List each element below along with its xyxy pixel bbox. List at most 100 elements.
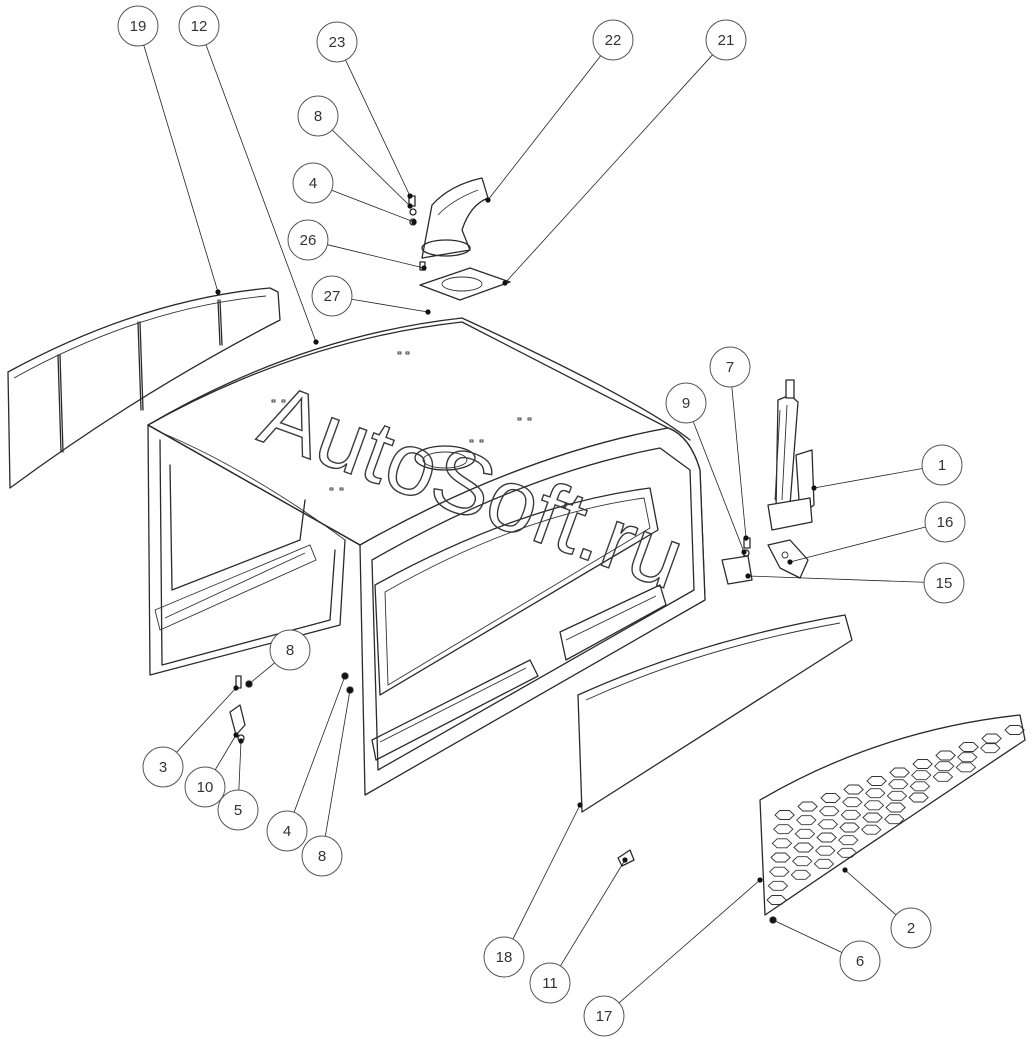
grille-cell xyxy=(840,809,862,820)
callout-circle-3 xyxy=(142,746,184,788)
callout-label-10: 10 xyxy=(197,779,214,796)
leader-dot-6 xyxy=(770,917,776,923)
latch-hardware xyxy=(229,672,354,742)
callout-label-4b: 4 xyxy=(283,823,291,840)
callout-circle-21 xyxy=(705,19,747,61)
callout-label-22: 22 xyxy=(605,32,622,49)
leader-dot-9 xyxy=(741,549,747,555)
grille-cell xyxy=(980,743,1001,754)
grille-cell xyxy=(885,802,906,813)
callout-label-23: 23 xyxy=(329,34,346,51)
callout-15: 15 xyxy=(923,562,965,604)
leader-dot-4b xyxy=(342,673,348,679)
leader-dot-23 xyxy=(407,193,413,199)
callout-8c: 8 xyxy=(301,835,343,877)
actuator-assembly xyxy=(721,379,815,585)
callout-label-19: 19 xyxy=(130,18,147,35)
grille-cell xyxy=(957,752,978,763)
leader-line-6 xyxy=(772,919,843,953)
callout-circle-5 xyxy=(217,789,259,831)
callout-circle-8c xyxy=(301,835,343,877)
grille-cell xyxy=(815,845,836,856)
callout-8b: 8 xyxy=(269,629,311,671)
grille-cell xyxy=(865,788,886,799)
leader-dot-1 xyxy=(811,485,817,491)
leader-dot-16 xyxy=(787,559,793,565)
leader-dot-8a xyxy=(407,203,413,209)
grille-cell xyxy=(813,858,835,869)
callout-circle-9 xyxy=(665,382,707,424)
callout-label-12: 12 xyxy=(191,18,208,35)
callout-9: 9 xyxy=(665,382,707,424)
grille-cell xyxy=(908,792,929,803)
part-11 xyxy=(617,849,635,867)
grille-cell xyxy=(911,770,932,781)
callout-26: 26 xyxy=(287,219,329,261)
callout-circle-7 xyxy=(709,346,751,388)
grille-cell xyxy=(886,790,908,801)
leader-dot-8b xyxy=(246,681,252,687)
leader-dot-11 xyxy=(622,857,628,863)
callout-5: 5 xyxy=(217,789,259,831)
callout-circle-1 xyxy=(921,444,963,486)
callout-label-15: 15 xyxy=(936,575,953,592)
grille-cell xyxy=(767,880,789,891)
callout-label-16: 16 xyxy=(937,514,954,531)
grille-cell xyxy=(839,822,860,833)
leader-dot-15 xyxy=(745,573,751,579)
leader-dot-17 xyxy=(757,877,763,883)
grille-cell xyxy=(909,781,931,792)
grille-cell xyxy=(773,824,794,835)
callout-label-6: 6 xyxy=(856,953,864,970)
callout-circle-15 xyxy=(923,562,965,604)
grille-cell xyxy=(838,835,859,846)
leader-dot-2 xyxy=(842,867,848,873)
callout-label-18: 18 xyxy=(496,949,513,966)
leader-dot-5 xyxy=(238,738,244,744)
callout-16: 16 xyxy=(924,501,966,543)
callout-circle-22 xyxy=(592,19,634,61)
callout-label-3: 3 xyxy=(159,759,167,776)
callout-label-9: 9 xyxy=(682,395,690,412)
grille-cell xyxy=(796,815,817,826)
leader-line-22 xyxy=(487,55,602,201)
grille-cell xyxy=(794,828,816,839)
grille-cell xyxy=(958,742,979,752)
side-panel-19 xyxy=(7,287,281,489)
callout-label-5: 5 xyxy=(234,802,242,819)
leader-dot-22 xyxy=(485,197,491,203)
grille-cell xyxy=(771,838,793,849)
leader-dot-3 xyxy=(233,685,239,691)
callout-label-7: 7 xyxy=(726,359,734,376)
leader-dot-21 xyxy=(502,280,508,286)
leader-dot-12 xyxy=(313,339,319,345)
callout-circle-11 xyxy=(529,962,571,1004)
leader-line-9 xyxy=(692,421,745,553)
leader-line-12 xyxy=(205,44,317,343)
leader-line-26 xyxy=(327,244,425,269)
callout-label-11: 11 xyxy=(542,975,558,992)
leader-line-7 xyxy=(731,386,747,539)
callout-circle-23 xyxy=(316,21,358,63)
callout-4a: 4 xyxy=(292,162,334,204)
grille-cell xyxy=(817,819,839,830)
grille-cell xyxy=(932,771,954,782)
leader-dot-19 xyxy=(215,289,221,295)
callout-2: 2 xyxy=(890,907,932,949)
grille-cell xyxy=(797,801,818,812)
callout-circle-17 xyxy=(583,995,625,1037)
callout-circle-8b xyxy=(269,629,311,671)
grille-cell xyxy=(889,767,910,778)
leader-line-8a xyxy=(332,129,411,207)
cab-body xyxy=(147,317,853,813)
callout-label-4a: 4 xyxy=(309,175,317,192)
grille-cell xyxy=(888,779,909,790)
grille-cell xyxy=(792,856,813,867)
callout-8a: 8 xyxy=(297,95,339,137)
grille-cell xyxy=(774,810,795,820)
grille-cell xyxy=(770,852,791,863)
leader-line-18 xyxy=(512,804,581,940)
callout-label-17: 17 xyxy=(596,1008,613,1025)
